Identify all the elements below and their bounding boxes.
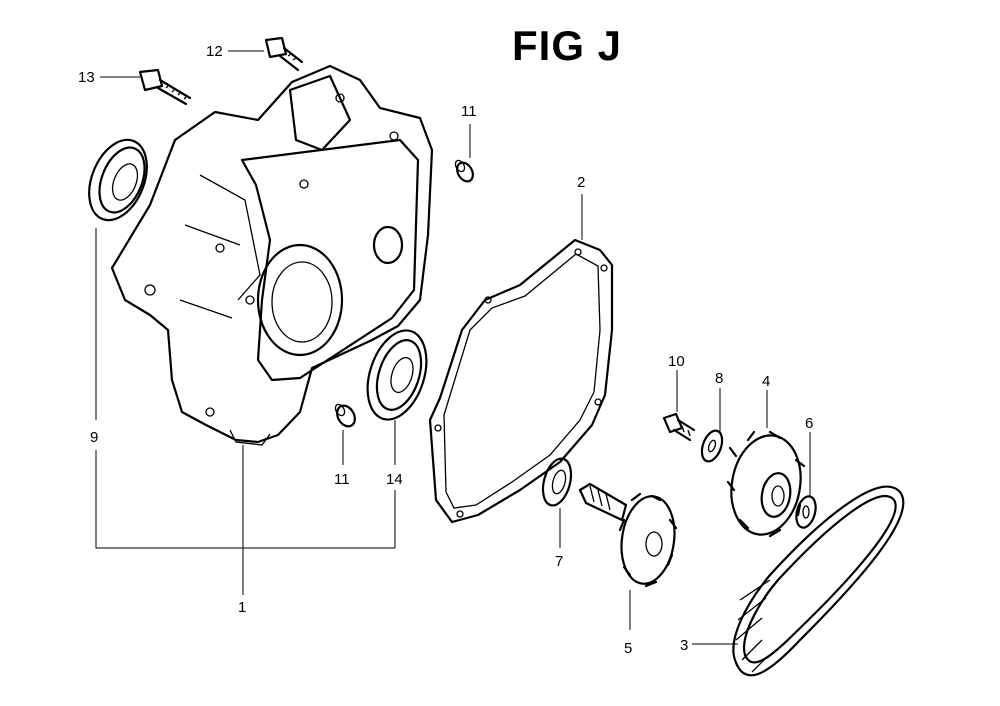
callout-2: 2 [577,174,585,191]
oil-seal-9 [88,138,148,222]
callout-8: 8 [715,370,723,387]
callout-4: 4 [762,373,770,390]
bearing-14 [366,329,428,421]
callout-1: 1 [238,599,246,616]
washer-7 [541,457,573,507]
dowel-pin-11-upper [454,159,474,183]
callout-11-upper: 11 [461,103,477,120]
callout-10: 10 [668,353,685,370]
washer-6 [795,495,817,529]
dowel-pin-11-lower [334,403,356,428]
washer-8 [700,429,724,463]
chain-3 [732,485,905,677]
callout-9: 9 [90,429,98,446]
leader-lines [95,50,811,645]
callout-13: 13 [78,69,95,86]
callout-labels: 12 13 11 2 9 11 14 10 8 4 6 7 1 5 3 [78,43,813,657]
callout-7: 7 [555,553,563,570]
bolt-10 [662,412,696,442]
callout-6: 6 [805,415,813,432]
bolt-12 [264,36,304,72]
callout-5: 5 [624,640,632,657]
sprocket-4 [726,430,806,538]
figure-title: FIG J [512,22,623,69]
crankcase-cover-1 [110,64,434,446]
sprocket-shaft-5 [578,482,678,588]
callout-3: 3 [680,637,688,654]
callout-12: 12 [206,43,223,60]
bolt-13 [138,68,192,106]
callout-14: 14 [386,471,403,488]
callout-11-lower: 11 [334,471,350,488]
gasket-2 [428,238,614,524]
